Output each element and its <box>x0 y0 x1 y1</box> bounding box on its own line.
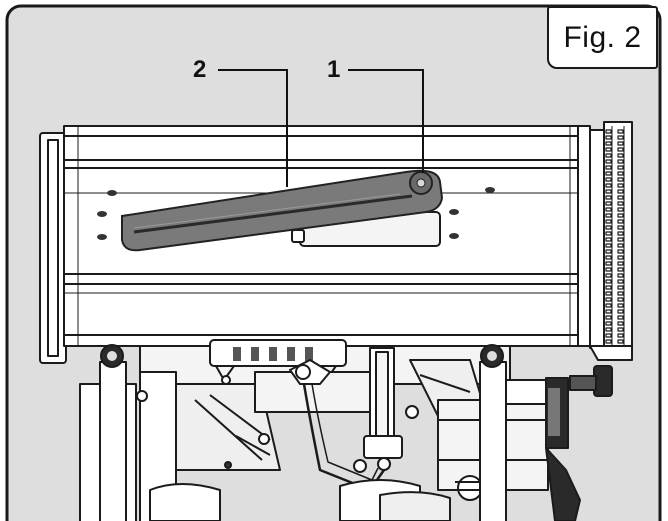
rack-tooth <box>605 237 612 242</box>
rack-tooth <box>617 219 624 224</box>
rack-tooth <box>617 171 624 176</box>
table-saw-drawing <box>39 121 633 521</box>
rack-tooth <box>617 315 624 320</box>
rack-tooth <box>617 189 624 194</box>
callout-line-2 <box>218 69 288 187</box>
rack-tooth <box>605 285 612 290</box>
rack-tooth <box>617 327 624 332</box>
rack-tooth <box>605 297 612 302</box>
rack-tooth <box>605 333 612 338</box>
rack-tooth <box>617 135 624 140</box>
rack-tooth <box>605 249 612 254</box>
rack-tooth <box>605 321 612 326</box>
rack-tooth <box>617 237 624 242</box>
rack-tooth <box>617 231 624 236</box>
rack-tooth <box>605 225 612 230</box>
callout-line-1 <box>348 69 424 173</box>
rack-tooth <box>605 219 612 224</box>
rack-tooth <box>605 255 612 260</box>
right-leg <box>479 344 549 521</box>
rack-tooth <box>605 147 612 152</box>
figure-label: Fig. 2 <box>563 20 642 54</box>
rack-tooth <box>617 339 624 344</box>
rack-tooth <box>617 333 624 338</box>
rack-tooth <box>617 255 624 260</box>
rack-tooth <box>617 243 624 248</box>
switch-block <box>209 339 347 367</box>
rack-tooth <box>605 195 612 200</box>
rack-tooth <box>617 291 624 296</box>
rack-tooth <box>617 183 624 188</box>
rack-tooth <box>617 213 624 218</box>
rack-tooth <box>617 285 624 290</box>
rack-tooth <box>617 249 624 254</box>
rack-tooth <box>617 273 624 278</box>
rack-tooth <box>617 309 624 314</box>
rack-tooth <box>605 135 612 140</box>
rack-tooth <box>605 291 612 296</box>
rack-tooth <box>617 321 624 326</box>
rack-tooth <box>617 267 624 272</box>
rack-tooth <box>617 303 624 308</box>
rack-tooth <box>605 141 612 146</box>
pivot-knob <box>409 171 433 195</box>
rack-tooth <box>617 225 624 230</box>
rack-tooth <box>617 165 624 170</box>
rack-tooth <box>617 261 624 266</box>
rack-tooth <box>605 201 612 206</box>
rack-tooth <box>617 195 624 200</box>
rack-tooth <box>605 165 612 170</box>
rack-tooth <box>605 273 612 278</box>
rack-teeth <box>605 129 624 344</box>
rack-tooth <box>605 159 612 164</box>
callout-number-1: 1 <box>327 56 341 83</box>
rack-tooth <box>605 339 612 344</box>
rack-tooth <box>605 177 612 182</box>
rack-tooth <box>605 315 612 320</box>
callout-number-2: 2 <box>193 56 207 83</box>
rack-tooth <box>617 297 624 302</box>
right-crank <box>545 365 613 521</box>
rack-tooth <box>605 327 612 332</box>
right-rack-rail <box>577 121 633 353</box>
rack-tooth <box>605 309 612 314</box>
rack-tooth <box>605 243 612 248</box>
rack-tooth <box>605 207 612 212</box>
left-leg <box>99 344 148 521</box>
rack-tooth <box>617 141 624 146</box>
rack-tooth <box>605 213 612 218</box>
rack-tooth <box>617 207 624 212</box>
rack-tooth <box>617 279 624 284</box>
rack-tooth <box>605 153 612 158</box>
rack-tooth <box>605 303 612 308</box>
rack-tooth <box>605 171 612 176</box>
rack-tooth <box>605 261 612 266</box>
table-screws <box>97 187 495 240</box>
blade-guard-bar <box>121 169 444 252</box>
rack-tooth <box>605 231 612 236</box>
rack-tooth <box>617 147 624 152</box>
rack-tooth <box>605 129 612 134</box>
rack-tooth <box>605 267 612 272</box>
rack-tooth <box>617 159 624 164</box>
rack-tooth <box>605 189 612 194</box>
rack-tooth <box>617 177 624 182</box>
rack-tooth <box>605 279 612 284</box>
figure-label-box: Fig. 2 <box>547 6 658 69</box>
rack-tooth <box>605 183 612 188</box>
rack-tooth <box>617 201 624 206</box>
left-side-rail <box>39 132 67 364</box>
rack-tooth <box>617 153 624 158</box>
rack-tooth <box>617 129 624 134</box>
